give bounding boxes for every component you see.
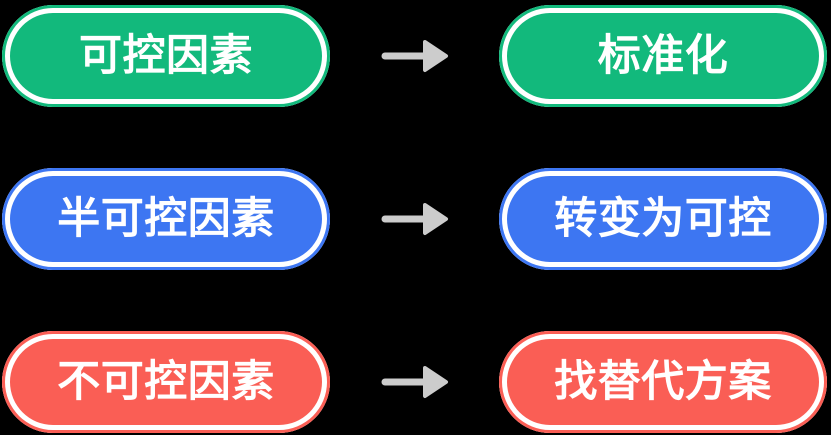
target-node-find-alternative: 找替代方案 xyxy=(499,331,827,433)
source-node-semi-controllable: 半可控因素 xyxy=(2,168,330,270)
target-node-label: 找替代方案 xyxy=(554,357,772,406)
target-node-standardize: 标准化 xyxy=(499,5,827,107)
right-arrow-icon xyxy=(381,362,449,402)
flow-row-semi-controllable: 半可控因素 转变为可控 xyxy=(2,168,827,270)
flow-row-uncontrollable: 不可控因素 找替代方案 xyxy=(2,331,827,433)
flow-row-controllable: 可控因素 标准化 xyxy=(2,5,827,107)
source-node-controllable: 可控因素 xyxy=(2,5,330,107)
right-arrow-icon xyxy=(381,36,449,76)
target-node-label: 标准化 xyxy=(597,31,729,80)
source-node-label: 可控因素 xyxy=(79,31,253,80)
source-node-label: 半可控因素 xyxy=(57,194,275,243)
target-node-convert-to-controllable: 转变为可控 xyxy=(499,168,827,270)
right-arrow-icon xyxy=(381,199,449,239)
source-node-uncontrollable: 不可控因素 xyxy=(2,331,330,433)
target-node-label: 转变为可控 xyxy=(554,194,772,243)
source-node-label: 不可控因素 xyxy=(57,357,275,406)
